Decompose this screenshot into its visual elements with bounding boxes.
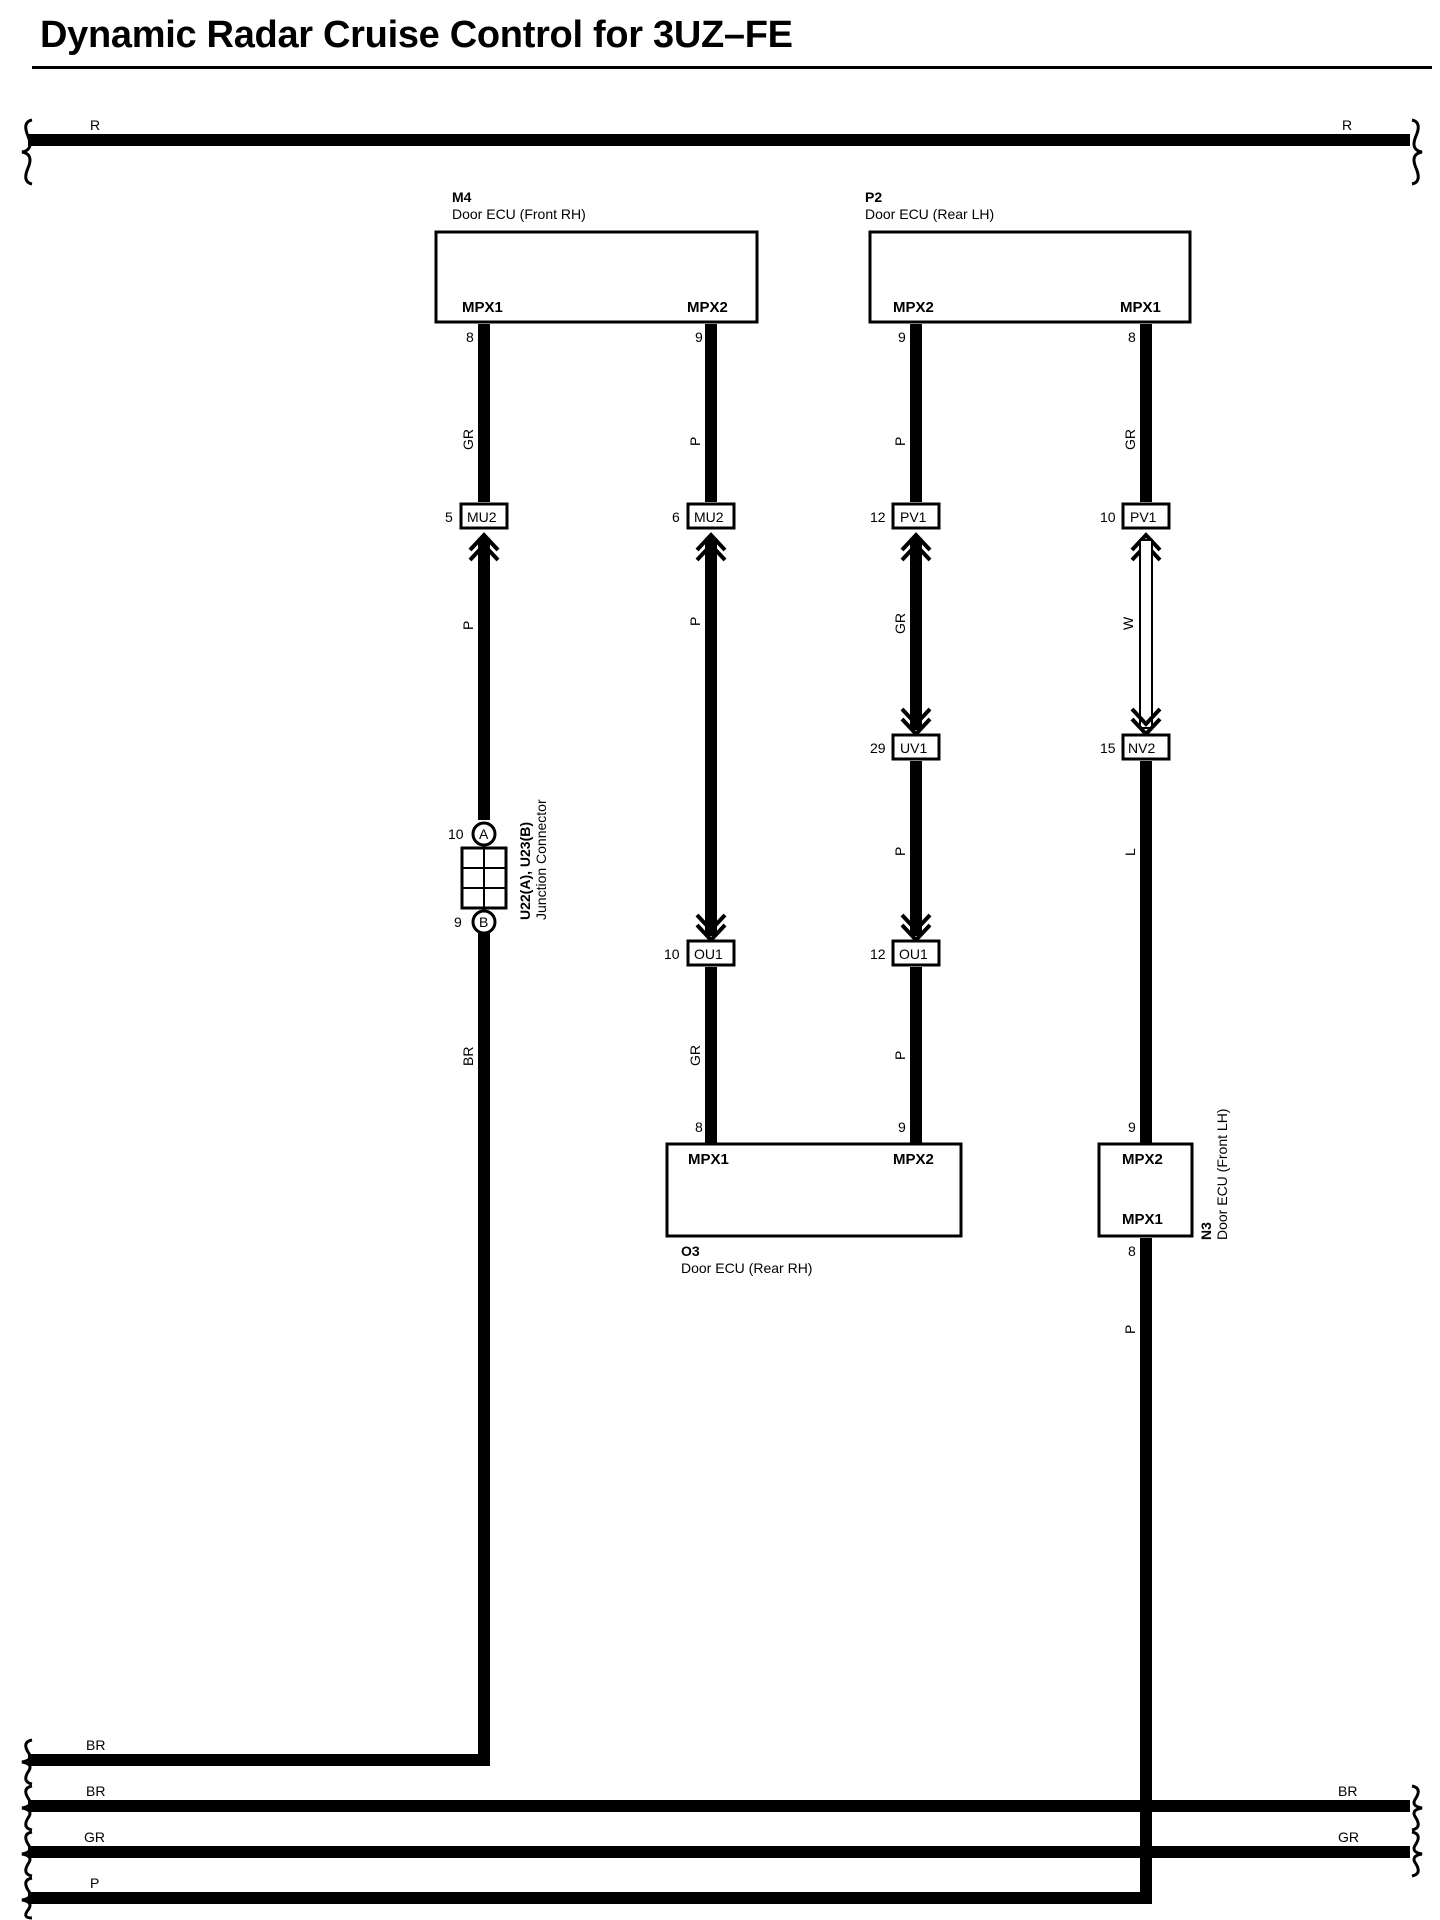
bus-bottom-3-right-label: GR xyxy=(1338,1829,1359,1845)
wire3-color-upper: P xyxy=(892,437,908,446)
wire1-connector-pin: 5 xyxy=(445,509,453,525)
wire3-connector-3-label: OU1 xyxy=(899,946,928,962)
n3-name: Door ECU (Front LH) xyxy=(1214,1109,1230,1240)
n3-pin-bottom-label: MPX1 xyxy=(1122,1211,1163,1228)
junction-letter-b: B xyxy=(479,914,488,930)
bus-top-left-label: R xyxy=(90,117,100,133)
wire1-color-mid: P xyxy=(460,621,476,630)
wire2-connector-bottom-label: OU1 xyxy=(694,946,723,962)
wire2-color-mid: P xyxy=(687,617,703,626)
wire4-color-lower: L xyxy=(1122,848,1138,856)
wire1-connector xyxy=(459,502,509,530)
bus-top-right-label: R xyxy=(1342,117,1352,133)
wire4-mid-white xyxy=(1139,539,1153,729)
wire4-connector-1-label: PV1 xyxy=(1130,509,1157,525)
wire4-color-mid: W xyxy=(1120,616,1136,630)
m4-id: M4 xyxy=(452,189,472,205)
wire2-connector-top-pin: 6 xyxy=(672,509,680,525)
bus-bottom-2-left-brace xyxy=(21,1784,33,1832)
bus-bottom-4-left-label: P xyxy=(90,1875,99,1891)
wire3-connector-2-label: UV1 xyxy=(900,740,927,756)
wire2-connector-bottom-pin: 10 xyxy=(664,946,680,962)
wire2-connector-top-label: MU2 xyxy=(694,509,724,525)
wire4-color-bottom: P xyxy=(1122,1325,1138,1334)
m4-ecu-box xyxy=(434,230,759,324)
wire4-pin-n3-top: 9 xyxy=(1128,1119,1136,1135)
p2-name: Door ECU (Rear LH) xyxy=(865,206,994,222)
wire3-color-lower: P xyxy=(892,1051,908,1060)
wire2-color-lower: GR xyxy=(687,1045,703,1066)
wire2-pin-m4: 9 xyxy=(695,329,703,345)
o3-pin-right-label: MPX2 xyxy=(893,1151,934,1168)
wire2-connector-bottom xyxy=(686,939,736,967)
wire2-connector-top xyxy=(686,502,736,530)
bus-bottom-3-right-brace xyxy=(1411,1830,1423,1878)
p2-pin-right-label: MPX1 xyxy=(1120,299,1161,316)
m4-pin-right-label: MPX2 xyxy=(687,299,728,316)
wire1-connector-label: MU2 xyxy=(467,509,497,525)
p2-ecu-box xyxy=(868,230,1192,324)
m4-name: Door ECU (Front RH) xyxy=(452,206,586,222)
wire4-color-upper: GR xyxy=(1122,429,1138,450)
n3-ecu-box xyxy=(1097,1142,1194,1238)
wire4-connector-2-pin: 15 xyxy=(1100,740,1116,756)
o3-ecu-box xyxy=(665,1142,963,1238)
junction-letter-a: A xyxy=(479,826,489,842)
wire3-color-mid2: P xyxy=(892,847,908,856)
wire4-connector-2 xyxy=(1121,733,1171,761)
wire1-color-upper: GR xyxy=(460,429,476,450)
junction-pin-a-num: 10 xyxy=(448,826,464,842)
n3-id: N3 xyxy=(1198,1222,1214,1240)
wire3-connector-1-label: PV1 xyxy=(900,509,927,525)
junction-pin-b-num: 9 xyxy=(454,914,462,930)
junction-name: Junction Connector xyxy=(533,799,549,920)
wire2-pin-o3: 8 xyxy=(695,1119,703,1135)
bus-top-right-brace xyxy=(1411,118,1423,186)
p2-id: P2 xyxy=(865,189,882,205)
p2-pin-left-label: MPX2 xyxy=(893,299,934,316)
wire3-connector-3 xyxy=(891,939,941,967)
wire4-connector-1 xyxy=(1121,502,1171,530)
o3-name: Door ECU (Rear RH) xyxy=(681,1260,812,1276)
wire3-connector-1-pin: 12 xyxy=(870,509,886,525)
wire4-connector-1-pin: 10 xyxy=(1100,509,1116,525)
wire3-pin-o3: 9 xyxy=(898,1119,906,1135)
bus-bottom-2-right-brace xyxy=(1411,1784,1423,1832)
wire1-pin-m4: 8 xyxy=(466,329,474,345)
diagram-title: Dynamic Radar Cruise Control for 3UZ–FE xyxy=(40,14,793,56)
o3-pin-left-label: MPX1 xyxy=(688,1151,729,1168)
bus-bottom-1-left-label: BR xyxy=(86,1737,105,1753)
bus-bottom-2-left-label: BR xyxy=(86,1783,105,1799)
wire4-pin-n3-bottom: 8 xyxy=(1128,1243,1136,1259)
bus-bottom-3-left-label: GR xyxy=(84,1829,105,1845)
n3-pin-top-label: MPX2 xyxy=(1122,1151,1163,1168)
bus-bottom-4-left-brace xyxy=(21,1876,33,1920)
bus-bottom-3-left-brace xyxy=(21,1830,33,1878)
wire3-pin-p2: 9 xyxy=(898,329,906,345)
wire3-color-mid1: GR xyxy=(892,613,908,634)
bus-bottom-1-left-brace xyxy=(21,1738,33,1786)
wire3-connector-2-pin: 29 xyxy=(870,740,886,756)
wire3-connector-1 xyxy=(891,502,941,530)
title-rule xyxy=(32,66,1432,69)
wire3-connector-3-pin: 12 xyxy=(870,946,886,962)
wire3-connector-2 xyxy=(891,733,941,761)
wire4-pin-p2: 8 xyxy=(1128,329,1136,345)
wire1-color-lower: BR xyxy=(460,1047,476,1066)
m4-pin-left-label: MPX1 xyxy=(462,299,503,316)
bus-bottom-2-right-label: BR xyxy=(1338,1783,1357,1799)
wire4-connector-2-label: NV2 xyxy=(1128,740,1155,756)
junction-ids: U22(A), U23(B) xyxy=(517,822,533,920)
junction-pin-a xyxy=(471,821,497,847)
wire2-color-upper: P xyxy=(687,437,703,446)
o3-id: O3 xyxy=(681,1243,700,1259)
bus-top-left-brace xyxy=(21,118,33,186)
